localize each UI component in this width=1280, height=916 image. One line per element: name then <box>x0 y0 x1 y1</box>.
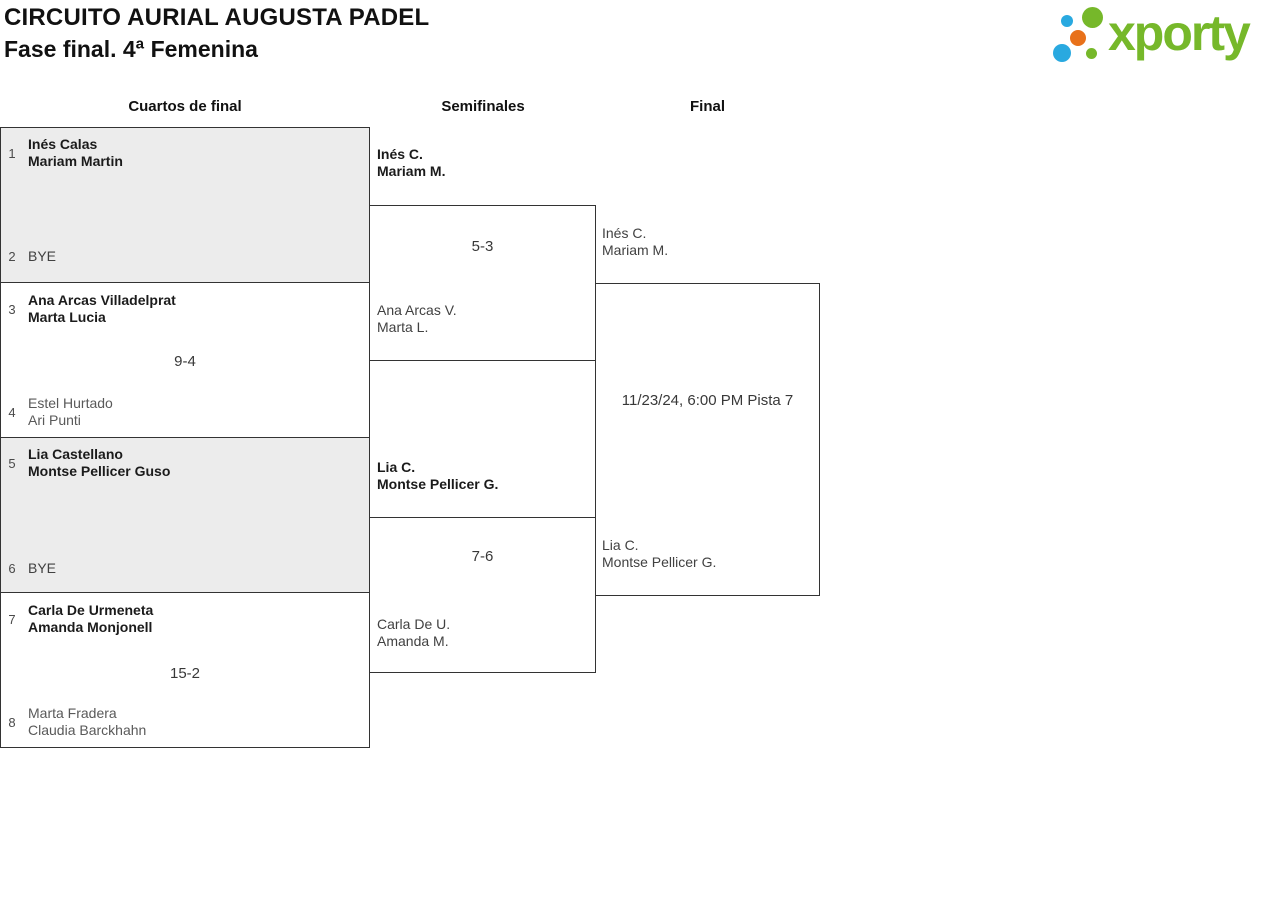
match-score: 5-3 <box>471 238 494 255</box>
seed-number: 2 <box>8 249 16 264</box>
logo-dot-blue-large-icon <box>1053 44 1071 62</box>
team-name: Lia Castellano Montse Pellicer Guso <box>28 446 171 479</box>
round-header-final: Final <box>689 98 725 115</box>
match-box-qf1[interactable] <box>0 127 370 283</box>
page-subtitle: Fase final. 4ª Femenina <box>4 36 258 62</box>
team-name: Inés Calas Mariam Martin <box>28 136 123 169</box>
final-match-schedule: 11/23/24, 6:00 PM Pista 7 <box>621 392 794 409</box>
logo-dot-green-small-icon <box>1086 48 1097 59</box>
seed-number: 1 <box>8 146 16 161</box>
match-score: 9-4 <box>174 353 196 370</box>
seed-number: 3 <box>8 302 16 317</box>
team-name: Marta Fradera Claudia Barckhahn <box>28 705 147 738</box>
round-header-quarterfinals: Cuartos de final <box>128 98 242 115</box>
team-name: Ana Arcas Villadelprat Marta Lucia <box>28 292 176 325</box>
match-box-qf2[interactable] <box>0 282 370 438</box>
team-name-bye: BYE <box>28 248 57 264</box>
match-box-qf4[interactable] <box>0 592 370 748</box>
seed-number: 8 <box>8 715 16 730</box>
round-header-semifinals: Semifinales <box>441 98 525 115</box>
match-box-final[interactable] <box>595 283 820 596</box>
seed-number: 4 <box>8 405 16 420</box>
logo-wordmark: xporty <box>1108 5 1251 61</box>
match-box-sf1[interactable] <box>369 205 596 361</box>
match-score: 15-2 <box>169 665 201 682</box>
match-score: 7-6 <box>471 548 494 565</box>
team-name: Estel Hurtado Ari Punti <box>28 395 113 428</box>
logo-dot-orange-icon <box>1070 30 1086 46</box>
team-name-bye: BYE <box>28 560 57 576</box>
logo-dot-green-large-icon <box>1082 7 1103 28</box>
team-name: Carla De U. Amanda M. <box>377 616 451 649</box>
team-name: Inés C. Mariam M. <box>602 225 669 258</box>
seed-number: 5 <box>8 456 16 471</box>
team-name: Lia C. Montse Pellicer G. <box>602 537 717 570</box>
seed-number: 7 <box>8 612 16 627</box>
team-name: Lia C. Montse Pellicer G. <box>377 459 499 492</box>
team-name: Ana Arcas V. Marta L. <box>377 302 457 335</box>
team-name: Carla De Urmeneta Amanda Monjonell <box>28 602 154 635</box>
seed-number: 6 <box>8 561 16 576</box>
page-title: CIRCUITO AURIAL AUGUSTA PADEL <box>4 4 430 31</box>
logo-dot-blue-small-icon <box>1061 15 1073 27</box>
xporty-logo[interactable]: xporty <box>1045 0 1277 78</box>
team-name: Inés C. Mariam M. <box>377 146 446 179</box>
